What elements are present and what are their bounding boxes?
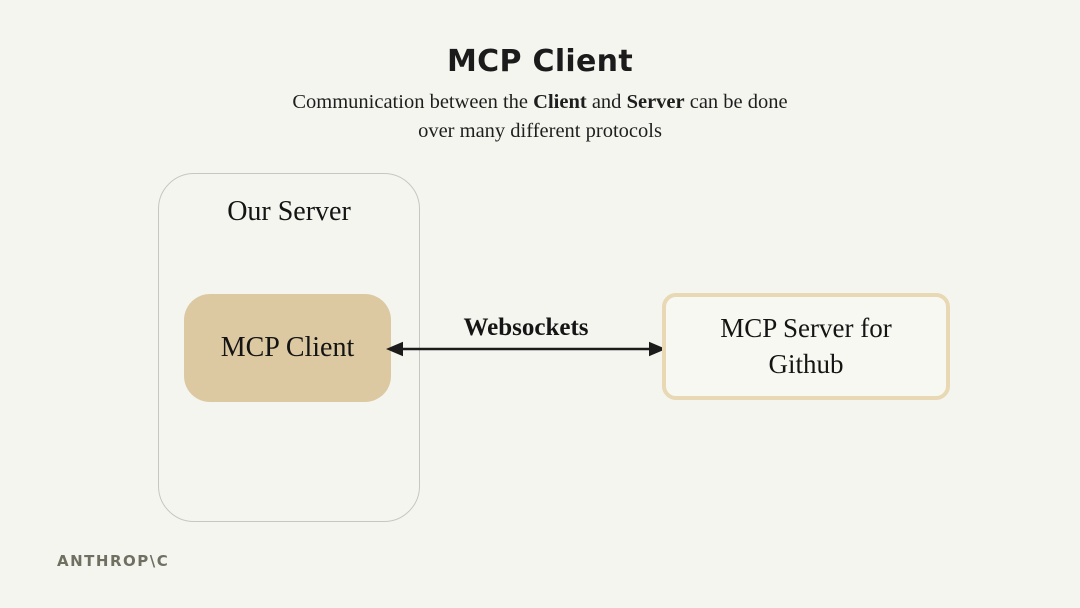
bidirectional-arrow-icon: [386, 337, 666, 361]
mcp-server-github-label: MCP Server for Github: [720, 313, 892, 379]
page-subtitle: Communication between the Client and Ser…: [0, 88, 1080, 146]
page-title: MCP Client: [447, 44, 633, 79]
our-server-container: Our Server: [158, 173, 420, 522]
subtitle-bold-client: Client: [533, 91, 587, 113]
mcp-server-github-node: MCP Server for Github: [662, 293, 950, 400]
subtitle-text: can be done: [684, 91, 788, 113]
subtitle-text: and: [586, 91, 627, 113]
anthropic-logo: ANTHROP\C: [57, 552, 170, 570]
mcp-client-node: MCP Client: [184, 294, 391, 402]
subtitle-text: Communication between the: [292, 91, 534, 113]
subtitle-bold-server: Server: [626, 91, 685, 113]
mcp-client-label: MCP Client: [220, 332, 355, 363]
websockets-label: Websockets: [463, 314, 589, 341]
our-server-label: Our Server: [227, 196, 351, 227]
subtitle-line2: over many different protocols: [418, 120, 662, 142]
